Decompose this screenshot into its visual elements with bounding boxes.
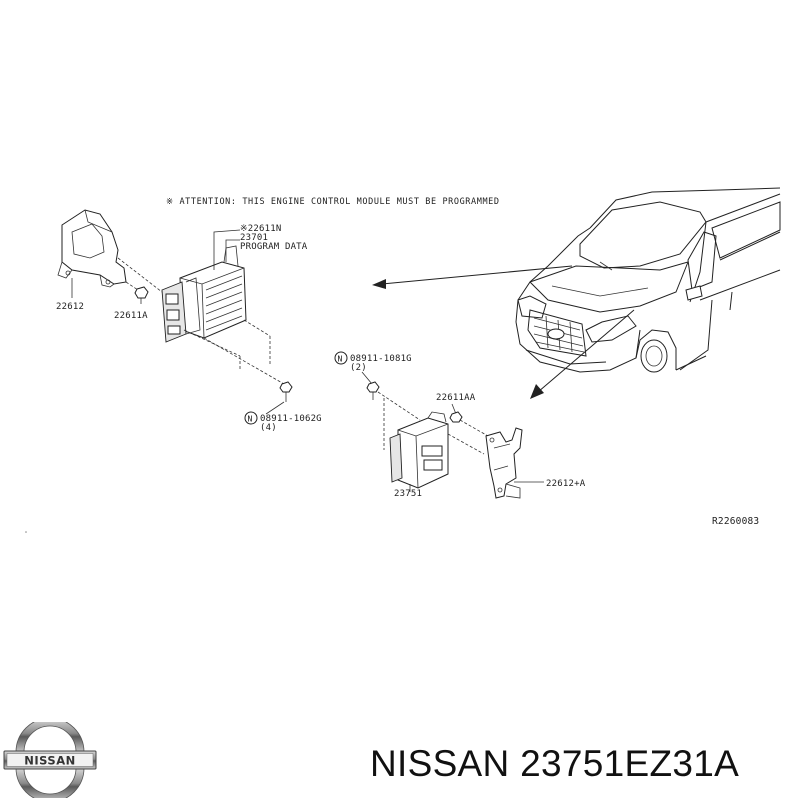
reference-code: R2260083 (712, 516, 759, 527)
label-23751: 23751 (394, 489, 422, 499)
label-22612: 22612 (56, 302, 84, 312)
label-22611A: 22611A (114, 311, 148, 321)
n-symbol-1081G (334, 351, 348, 365)
nissan-logo: NISSAN (3, 722, 97, 798)
bolt-22611AA (449, 411, 463, 423)
part-number-title: NISSAN 23751EZ31A (370, 743, 740, 784)
bolt-22611A (134, 286, 149, 304)
ecm-module-23751 (389, 411, 449, 489)
dashed-guide-22611A (125, 281, 139, 291)
leader-22611N (213, 229, 241, 270)
label-program-data: PROGRAM DATA (240, 242, 308, 252)
bracket-22612 (57, 209, 127, 288)
label-23701: 23701 (240, 233, 268, 243)
ecm-module-23701 (161, 245, 247, 343)
leader-22611AA (451, 403, 457, 415)
leader-08911-1081G (361, 371, 373, 385)
attention-note: ※ ATTENTION: THIS ENGINE CONTROL MODULE … (166, 197, 500, 207)
dashed-guide-22611AA (459, 419, 489, 437)
stray-mark (25, 531, 27, 533)
bolt-08911-1062G (279, 381, 293, 402)
bracket-22612A (485, 427, 523, 499)
dashed-guide-a (183, 329, 241, 357)
n-symbol-1062G-text: N (248, 415, 253, 424)
label-08911-1081G: 08911-1081G (350, 354, 412, 364)
dashed-guide-bracket (117, 257, 163, 293)
label-08911-1062G: 08911-1062G (260, 414, 322, 424)
n-symbol-1062G (244, 411, 258, 425)
label-08911-1062G-qty: (4) (260, 423, 277, 433)
leader-08911-1062G (265, 401, 285, 415)
arrow-to-ecm-23751 (530, 309, 635, 399)
vehicle-van (515, 187, 781, 373)
n-symbol-1081G-text: N (338, 355, 343, 364)
dashed-guide-b (203, 337, 285, 385)
label-22611AA: 22611AA (436, 393, 476, 403)
dashed-guide-1081G-a (377, 391, 421, 421)
label-08911-1081G-qty: (2) (350, 363, 367, 373)
bolt-08911-1081G (366, 381, 380, 400)
dashed-guide-c (243, 319, 271, 337)
dashed-guide-bracket-b (447, 433, 485, 455)
arrow-to-ecm-23701 (372, 265, 573, 289)
leader-23701 (225, 239, 240, 262)
label-22612A: 22612+A (546, 479, 586, 489)
label-22611N: ※22611N (240, 224, 281, 234)
logo-text: NISSAN (24, 754, 75, 768)
